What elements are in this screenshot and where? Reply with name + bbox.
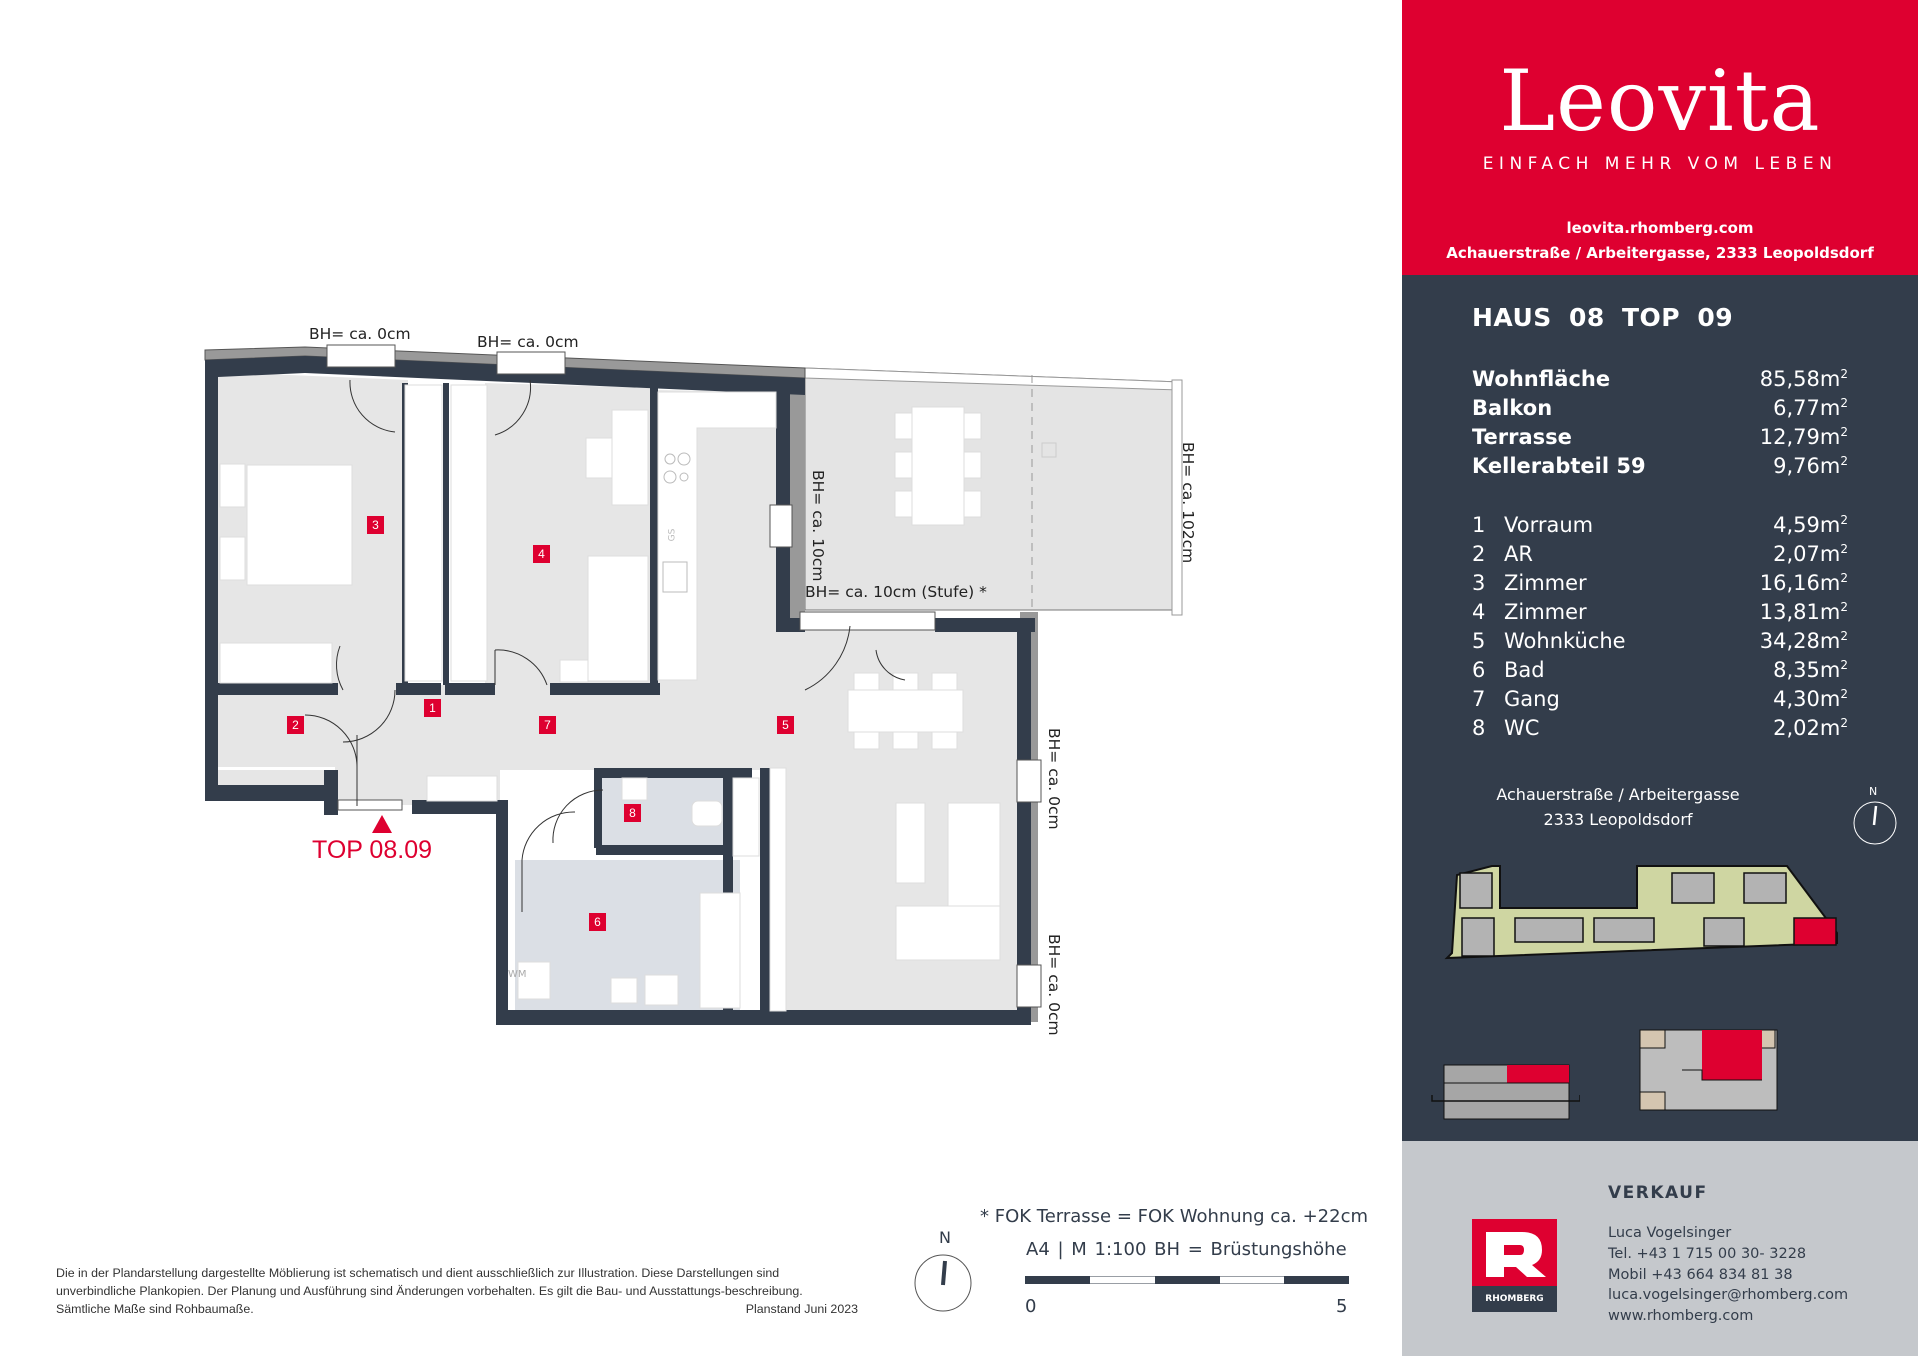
info-panel: Leovita EINFACH MEHR VOM LEBEN leovita.r… — [1402, 0, 1918, 1356]
room-badge-7: 7 — [539, 716, 556, 734]
summary-value: 9,76m2 — [1773, 454, 1848, 478]
summary-label: Wohnfläche — [1472, 367, 1611, 391]
room-badge-1: 1 — [424, 699, 441, 717]
north-arrow-icon — [914, 1254, 972, 1312]
website-link[interactable]: leovita.rhomberg.com — [1566, 219, 1754, 237]
brand-header: Leovita EINFACH MEHR VOM LEBEN leovita.r… — [1402, 0, 1918, 275]
sales-title: VERKAUF — [1608, 1183, 1708, 1203]
floor-key-diagram — [1639, 1029, 1778, 1111]
summary-row: Wohnfläche 85,58m2 — [1472, 367, 1848, 396]
summary-value: 12,79m2 — [1759, 425, 1848, 449]
room-badge-2: 2 — [287, 716, 304, 734]
floor-plan-drawing — [204, 344, 1183, 1025]
bh-label-living-window-1: BH= ca. 0cm — [1045, 728, 1063, 830]
brand-logo: Leovita — [1499, 52, 1821, 150]
scale-end: 5 — [1336, 1296, 1348, 1317]
room-badge-6: 6 — [589, 913, 606, 931]
site-north-arrow-icon — [1853, 801, 1897, 845]
summary-value: 6,77m2 — [1773, 396, 1848, 420]
sales-website[interactable]: www.rhomberg.com — [1608, 1308, 1754, 1324]
summary-row: Kellerabteil 59 9,76m2 — [1472, 454, 1848, 483]
summary-value: 85,58m2 — [1759, 367, 1848, 391]
rhomberg-wordmark: RHOMBERG — [1472, 1286, 1557, 1312]
rhomberg-r-icon — [1486, 1232, 1546, 1277]
summary-label: Terrasse — [1472, 425, 1572, 449]
section-key-diagram — [1431, 1064, 1580, 1120]
room-badge-4: 4 — [533, 545, 550, 563]
room-badge-5: 5 — [777, 716, 794, 734]
summary-row: Terrasse 12,79m2 — [1472, 425, 1848, 454]
room-badge-3: 3 — [367, 516, 384, 534]
planstand: Planstand Juni 2023 — [745, 1302, 858, 1316]
location-line-2: 2333 Leopoldsdorf — [1543, 810, 1693, 829]
unit-info: HAUS 08 TOP 09 Wohnfläche 85,58m2 Balkon… — [1402, 275, 1918, 1141]
location-line-1: Achauerstraße / Arbeitergasse — [1496, 785, 1740, 804]
summary-row: Balkon 6,77m2 — [1472, 396, 1848, 425]
sales-email[interactable]: luca.vogelsinger@rhomberg.com — [1608, 1287, 1849, 1303]
disclaimer: Die in der Plandarstellung dargestellte … — [56, 1264, 858, 1318]
fok-note: * FOK Terrasse = FOK Wohnung ca. +22cm — [980, 1206, 1369, 1227]
unit-title: HAUS 08 TOP 09 — [1472, 303, 1734, 332]
brand-tagline: EINFACH MEHR VOM LEBEN — [1482, 154, 1838, 174]
bh-label-terrace-step: BH= ca. 10cm (Stufe) * — [805, 583, 987, 601]
bh-label-terrace-railing: BH= ca. 102cm — [1179, 442, 1197, 564]
north-label: N — [939, 1228, 951, 1247]
site-plan-map — [1444, 865, 1838, 960]
bh-label-living-window-2: BH= ca. 0cm — [1045, 934, 1063, 1036]
sales-name: Luca Vogelsinger — [1608, 1225, 1732, 1241]
summary-label: Kellerabteil 59 — [1472, 454, 1646, 478]
bh-label-room4-window: BH= ca. 0cm — [477, 333, 579, 351]
summary-label: Balkon — [1472, 396, 1553, 420]
room-badge-8: 8 — [624, 804, 641, 822]
bh-label-kitchen-window: BH= ca. 10cm — [809, 470, 827, 582]
entry-label: TOP 08.09 — [312, 836, 432, 864]
floor-plan: 1 2 3 4 5 6 7 8 WM GS BH= ca. 0cm BH= ca… — [204, 325, 1197, 1036]
project-address: Achauerstraße / Arbeitergasse, 2333 Leop… — [1446, 244, 1874, 262]
washing-machine-label: WM — [508, 969, 527, 980]
sales-tel[interactable]: Tel. +43 1 715 00 30- 3228 — [1608, 1246, 1807, 1262]
site-north-label: N — [1869, 785, 1878, 798]
scale-bar — [1025, 1276, 1349, 1284]
sales-contact: VERKAUF Luca Vogelsinger Tel. +43 1 715 … — [1402, 1141, 1918, 1356]
bh-label-room3-window: BH= ca. 0cm — [309, 325, 411, 343]
scale-start: 0 — [1025, 1296, 1037, 1317]
disclaimer-text: Die in der Plandarstellung dargestellte … — [56, 1266, 803, 1316]
sales-mobile[interactable]: Mobil +43 664 834 81 38 — [1608, 1267, 1793, 1283]
scale-info: A4 | M 1:100 BH = Brüstungshöhe — [1026, 1239, 1347, 1260]
dishwasher-label: GS — [667, 528, 678, 542]
rhomberg-logo: RHOMBERG — [1472, 1219, 1557, 1312]
